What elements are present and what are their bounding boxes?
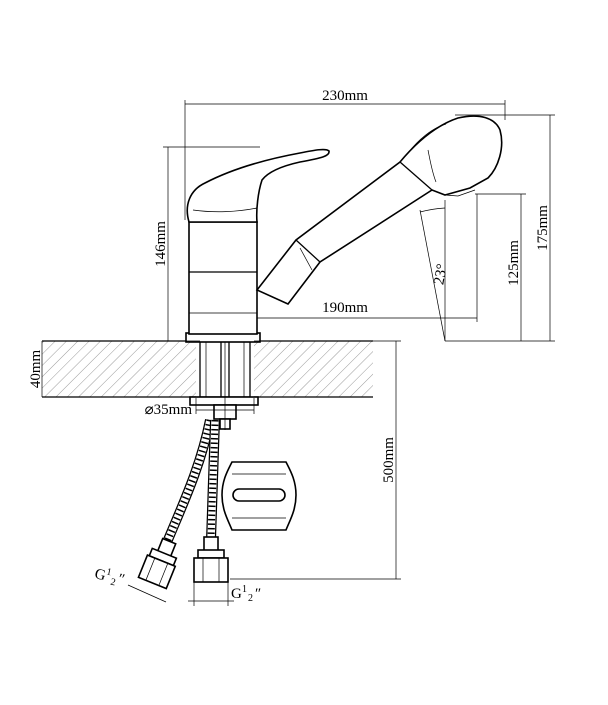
label-overall-width: 230mm: [322, 88, 368, 104]
left-connector-nut: [137, 537, 178, 590]
label-swivel-angle: 23°: [431, 263, 450, 286]
lever-handle: [186, 148, 330, 223]
svg-text:G: G: [231, 586, 242, 602]
label-counter-thickness: 40mm: [28, 350, 44, 389]
label-hose-length: 500mm: [381, 437, 397, 483]
svg-text:″: ″: [117, 571, 126, 588]
svg-text:1: 1: [105, 567, 112, 579]
label-spout-height: 125mm: [506, 240, 522, 286]
label-body-height: 146mm: [153, 221, 169, 267]
right-connector-nut: [193, 536, 229, 583]
svg-text:2: 2: [109, 577, 116, 589]
label-mount-hole: ⌀35mm: [145, 402, 193, 418]
svg-text:2: 2: [248, 593, 253, 604]
braided-hoses: [158, 419, 220, 554]
mounting-bracket: [221, 461, 297, 531]
mounting-assembly: [189, 340, 259, 430]
label-right-connection: G 1 2 ″: [231, 584, 261, 604]
countertop: [42, 340, 373, 398]
pull-out-spout: [255, 115, 503, 305]
label-overall-height: 175mm: [535, 205, 551, 251]
label-spout-reach: 190mm: [322, 300, 368, 316]
faucet-base: [185, 221, 261, 343]
dimension-labels: 230mm 175mm 146mm 125mm 190mm 23° 40mm ⌀…: [28, 88, 551, 604]
svg-text:″: ″: [255, 586, 261, 602]
svg-text:1: 1: [242, 584, 247, 595]
svg-text:G: G: [93, 566, 107, 584]
dimension-lines: [41, 100, 555, 606]
label-left-connection: G 1 2 ″: [93, 566, 126, 589]
